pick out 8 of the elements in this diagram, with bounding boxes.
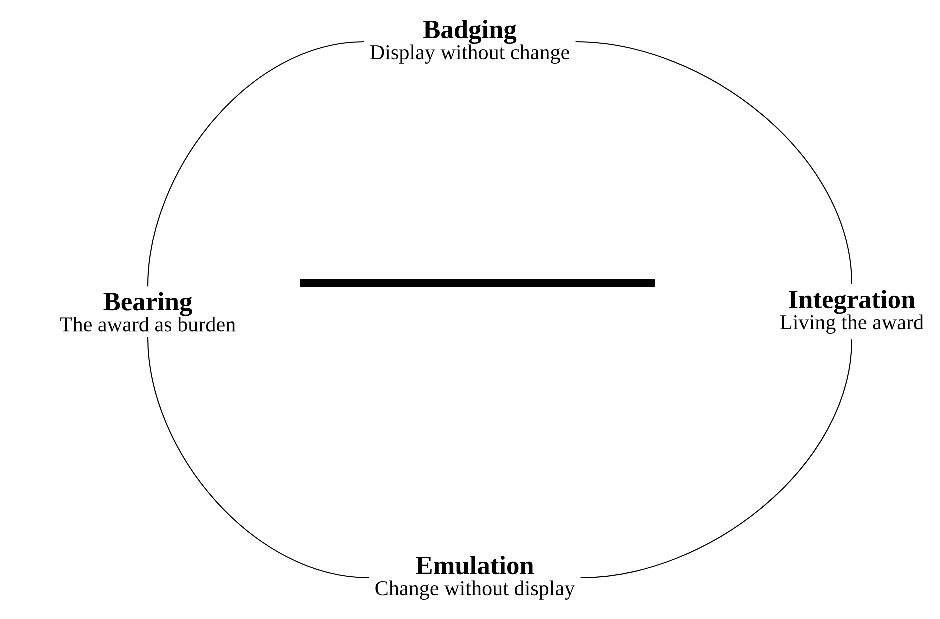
stage-label: Emulation Change without display bbox=[376, 556, 576, 600]
curved-connector bbox=[576, 41, 853, 284]
curved-connector bbox=[147, 337, 370, 579]
curved-connector bbox=[147, 41, 364, 287]
stage-label: Integration Living the award bbox=[780, 290, 924, 334]
stage-label: Badging Display without change bbox=[370, 20, 570, 64]
stage-label: Bearing The award as burden bbox=[60, 292, 236, 332]
curved-connector bbox=[580, 340, 853, 579]
